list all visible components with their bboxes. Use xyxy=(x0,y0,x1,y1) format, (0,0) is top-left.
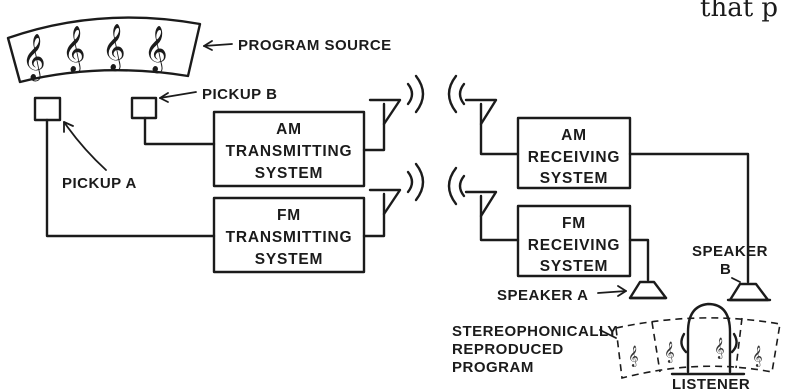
stereo-program-leader xyxy=(599,329,617,339)
fm-transmit-wave-2 xyxy=(414,162,425,202)
wire-am-receiver-to-speaker-b xyxy=(628,152,750,284)
listener: LISTENER xyxy=(670,302,750,391)
program-source-leader xyxy=(203,43,233,47)
program-source: 𝄞 𝄞 𝄞 𝄞 PROGRAM SOURCE xyxy=(6,16,392,84)
stereo-image-divider-1 xyxy=(651,321,661,373)
am-transmit-wave-1 xyxy=(406,82,414,106)
clef-icon-3: 𝄞 xyxy=(102,24,126,72)
wire-fm-receiver-to-speaker-a xyxy=(628,238,650,282)
stereo-clef-icon-1: 𝄞 xyxy=(628,346,639,367)
pickup-b: PICKUP B xyxy=(130,86,277,120)
pickup-a-label: PICKUP A xyxy=(62,175,137,192)
stereo-clef-icon-3: 𝄞 xyxy=(714,338,725,359)
speaker-b-label-line-1: SPEAKER xyxy=(692,243,768,260)
pickup-a-arrowhead xyxy=(63,121,74,133)
speaker-b-label-line-2: B xyxy=(720,261,731,278)
fm-transmitting-line-1: FM xyxy=(277,207,301,224)
am-transmitting-line-1: AM xyxy=(276,121,302,138)
top-right-text-fragment: that p xyxy=(700,0,778,23)
fm-transmitting-line-3: SYSTEM xyxy=(255,251,324,268)
stereo-clef-icon-2: 𝄞 xyxy=(664,342,675,363)
am-receiving-line-1: AM xyxy=(561,127,587,144)
clef-icon-4: 𝄞 xyxy=(144,26,168,74)
pickup-b-label: PICKUP B xyxy=(202,86,277,103)
stereo-program: STEREOPHONICALLY REPRODUCED PROGRAM 𝄞 𝄞 … xyxy=(452,317,781,380)
listener-left-ear xyxy=(680,332,688,354)
fm-receive-wave-1 xyxy=(447,166,458,206)
pickup-a-microphone xyxy=(33,96,62,122)
program-source-arrowhead xyxy=(203,40,213,51)
stereo-image-panel xyxy=(615,317,781,380)
pickup-b-microphone xyxy=(130,96,158,120)
am-transmitter-feed xyxy=(362,102,386,152)
program-source-banner xyxy=(6,16,202,84)
am-transmitting-system: AM TRANSMITTING SYSTEM xyxy=(212,74,425,188)
fm-receive-wave-2 xyxy=(458,174,466,198)
am-receive-antenna-icon xyxy=(464,98,498,126)
speaker-a-icon xyxy=(628,280,668,300)
pickup-b-arrowhead xyxy=(159,92,169,103)
fm-transmitting-system: FM TRANSMITTING SYSTEM xyxy=(212,162,425,274)
stereo-clef-icon-4: 𝄞 xyxy=(752,346,763,367)
stereo-program-line-2: REPRODUCED xyxy=(452,341,564,358)
speaker-b: SPEAKER B xyxy=(692,243,772,302)
am-transmit-antenna-icon xyxy=(368,98,402,126)
program-source-label: PROGRAM SOURCE xyxy=(238,37,392,54)
pickup-a-leader xyxy=(63,121,107,171)
fm-receiving-line-1: FM xyxy=(562,215,586,232)
clef-icon-2: 𝄞 xyxy=(62,26,86,74)
clef-icon-1: 𝄞 xyxy=(22,34,46,82)
speaker-a-leader xyxy=(597,290,627,294)
wire-pickup-a-to-fm-transmitter xyxy=(45,118,216,238)
fm-receiving-line-2: RECEIVING xyxy=(528,237,620,254)
fm-transmit-antenna-icon xyxy=(368,188,402,216)
fm-transmitting-line-2: TRANSMITTING xyxy=(226,229,353,246)
wire-pickup-b-to-am-transmitter xyxy=(143,116,216,146)
listener-right-ear xyxy=(730,332,738,354)
fm-receive-antenna-icon xyxy=(464,190,498,218)
speaker-a-label: SPEAKER A xyxy=(497,287,588,304)
pickup-a: PICKUP A xyxy=(33,96,137,192)
fm-receiving-line-3: SYSTEM xyxy=(540,258,609,275)
stereo-program-line-1: STEREOPHONICALLY xyxy=(452,323,618,340)
am-receiving-system: AM RECEIVING SYSTEM xyxy=(447,74,632,190)
am-transmitting-line-2: TRANSMITTING xyxy=(226,143,353,160)
fm-transmitter-feed xyxy=(362,192,386,238)
listener-head-icon xyxy=(686,302,732,374)
listener-label: LISTENER xyxy=(672,376,750,391)
speaker-b-leader xyxy=(731,277,741,283)
fm-receiving-system: FM RECEIVING SYSTEM xyxy=(447,166,632,278)
speaker-a-arrowhead xyxy=(617,285,627,297)
fm-transmit-wave-1 xyxy=(406,170,414,194)
am-transmit-wave-2 xyxy=(414,74,425,114)
fm-receiver-feed xyxy=(479,194,520,242)
am-receiving-line-3: SYSTEM xyxy=(540,170,609,187)
am-receive-wave-2 xyxy=(458,82,466,106)
am-receive-wave-1 xyxy=(447,74,458,114)
speaker-a: SPEAKER A xyxy=(497,280,668,304)
speaker-b-icon xyxy=(728,282,770,302)
am-transmitting-line-3: SYSTEM xyxy=(255,165,324,182)
stereo-image-divider-2 xyxy=(735,317,743,369)
am-receiving-line-2: RECEIVING xyxy=(528,149,620,166)
stereo-program-line-3: PROGRAM xyxy=(452,359,534,376)
pickup-b-leader xyxy=(159,91,197,99)
am-receiver-feed xyxy=(479,102,520,156)
